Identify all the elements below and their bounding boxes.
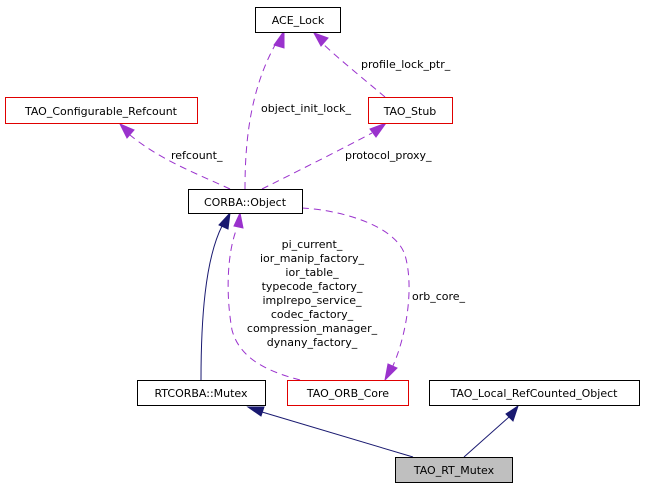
node-tao-stub[interactable]: TAO_Stub	[368, 97, 453, 124]
edge-line	[129, 134, 231, 190]
edge-line	[244, 39, 279, 190]
node-tao-configurable-refcount[interactable]: TAO_Configurable_Refcount	[5, 97, 198, 124]
edge-label: ior_table_	[285, 266, 339, 279]
edge-line	[321, 42, 386, 98]
node-label: CORBA::Object	[204, 196, 287, 209]
node-box	[5, 97, 198, 124]
arrowhead	[233, 211, 244, 229]
arrowhead	[218, 211, 231, 230]
node-box	[255, 7, 341, 33]
edge-label: dynany_factory_	[267, 336, 358, 349]
node-box	[137, 380, 266, 406]
node-label: RTCORBA::Mutex	[154, 387, 248, 400]
edge-label: typecode_factory_	[262, 280, 363, 293]
edge-label: profile_lock_ptr_	[361, 58, 451, 71]
node-box	[429, 380, 640, 406]
node-label: ACE_Lock	[272, 14, 325, 27]
edge-label: implrepo_service_	[263, 294, 362, 307]
edge-label: orb_core_	[412, 290, 466, 303]
edge-line	[261, 411, 414, 458]
node-rtcorba-mutex[interactable]: RTCORBA::Mutex	[137, 380, 266, 406]
node-ace-lock[interactable]: ACE_Lock	[255, 7, 341, 33]
arrowhead	[273, 29, 285, 49]
node-corba-object[interactable]: CORBA::Object	[188, 189, 303, 214]
node-box	[368, 97, 453, 124]
arrowhead	[246, 406, 265, 417]
edge-label: protocol_proxy_	[345, 149, 432, 162]
edge-line	[227, 227, 301, 381]
edge-label: compression_manager_	[247, 322, 378, 335]
node-label: TAO_RT_Mutex	[413, 464, 495, 477]
node-tao-orb-core[interactable]: TAO_ORB_Core	[287, 380, 409, 406]
edge-label: codec_factory_	[271, 308, 354, 321]
edge-line	[463, 416, 510, 458]
node-label: TAO_Configurable_Refcount	[24, 105, 178, 118]
node-box	[188, 189, 303, 214]
node-label: TAO_Stub	[383, 105, 437, 118]
node-tao-local-refcounted-object[interactable]: TAO_Local_RefCounted_Object	[429, 380, 640, 406]
edge-inherit-corba-object	[200, 211, 231, 381]
edge-inherit-local-refcounted	[463, 404, 519, 458]
edge-orb-core: orb_core_	[301, 207, 466, 382]
edge-orb-core-members: pi_current_ ior_manip_factory_ ior_table…	[227, 211, 378, 381]
edge-profile-lock-ptr: profile_lock_ptr_	[312, 32, 451, 98]
edge-label: object_init_lock_	[261, 102, 351, 115]
edge-inherit-rtcorba-mutex	[246, 406, 414, 458]
arrowhead	[369, 121, 388, 138]
node-label: TAO_ORB_Core	[306, 387, 389, 400]
edge-line	[261, 132, 373, 190]
arrowhead	[505, 404, 519, 422]
node-label: TAO_Local_RefCounted_Object	[450, 387, 619, 400]
arrowhead	[384, 363, 398, 382]
arrowhead	[118, 123, 135, 139]
node-box	[395, 457, 513, 483]
edge-line	[301, 207, 410, 369]
node-tao-rt-mutex[interactable]: TAO_RT_Mutex	[395, 457, 513, 483]
edge-label: refcount_	[171, 149, 223, 162]
edge-label: ior_manip_factory_	[260, 252, 365, 265]
edge-label: pi_current_	[282, 238, 343, 251]
edge-refcount: refcount_	[118, 123, 231, 190]
edge-protocol-proxy: protocol_proxy_	[261, 121, 432, 190]
node-box	[287, 380, 409, 406]
edge-line	[200, 225, 223, 381]
edge-object-init-lock: object_init_lock_	[244, 29, 351, 190]
arrowhead	[312, 32, 329, 47]
